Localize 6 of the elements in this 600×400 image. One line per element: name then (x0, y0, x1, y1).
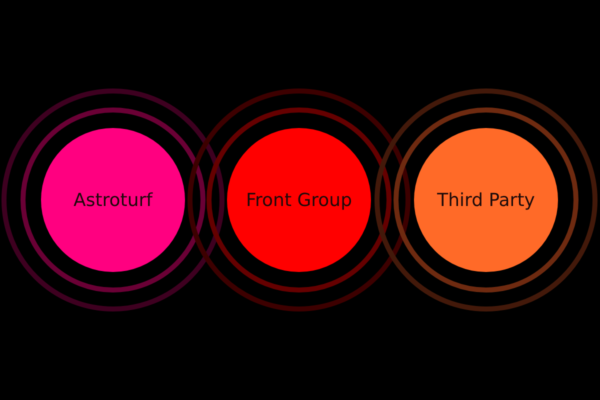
node-label: Astroturf (74, 190, 152, 210)
node-label: Third Party (437, 190, 535, 210)
circle-node (41, 128, 185, 272)
circle-node (227, 128, 371, 272)
circle-node (414, 128, 558, 272)
node-label: Front Group (246, 190, 352, 210)
